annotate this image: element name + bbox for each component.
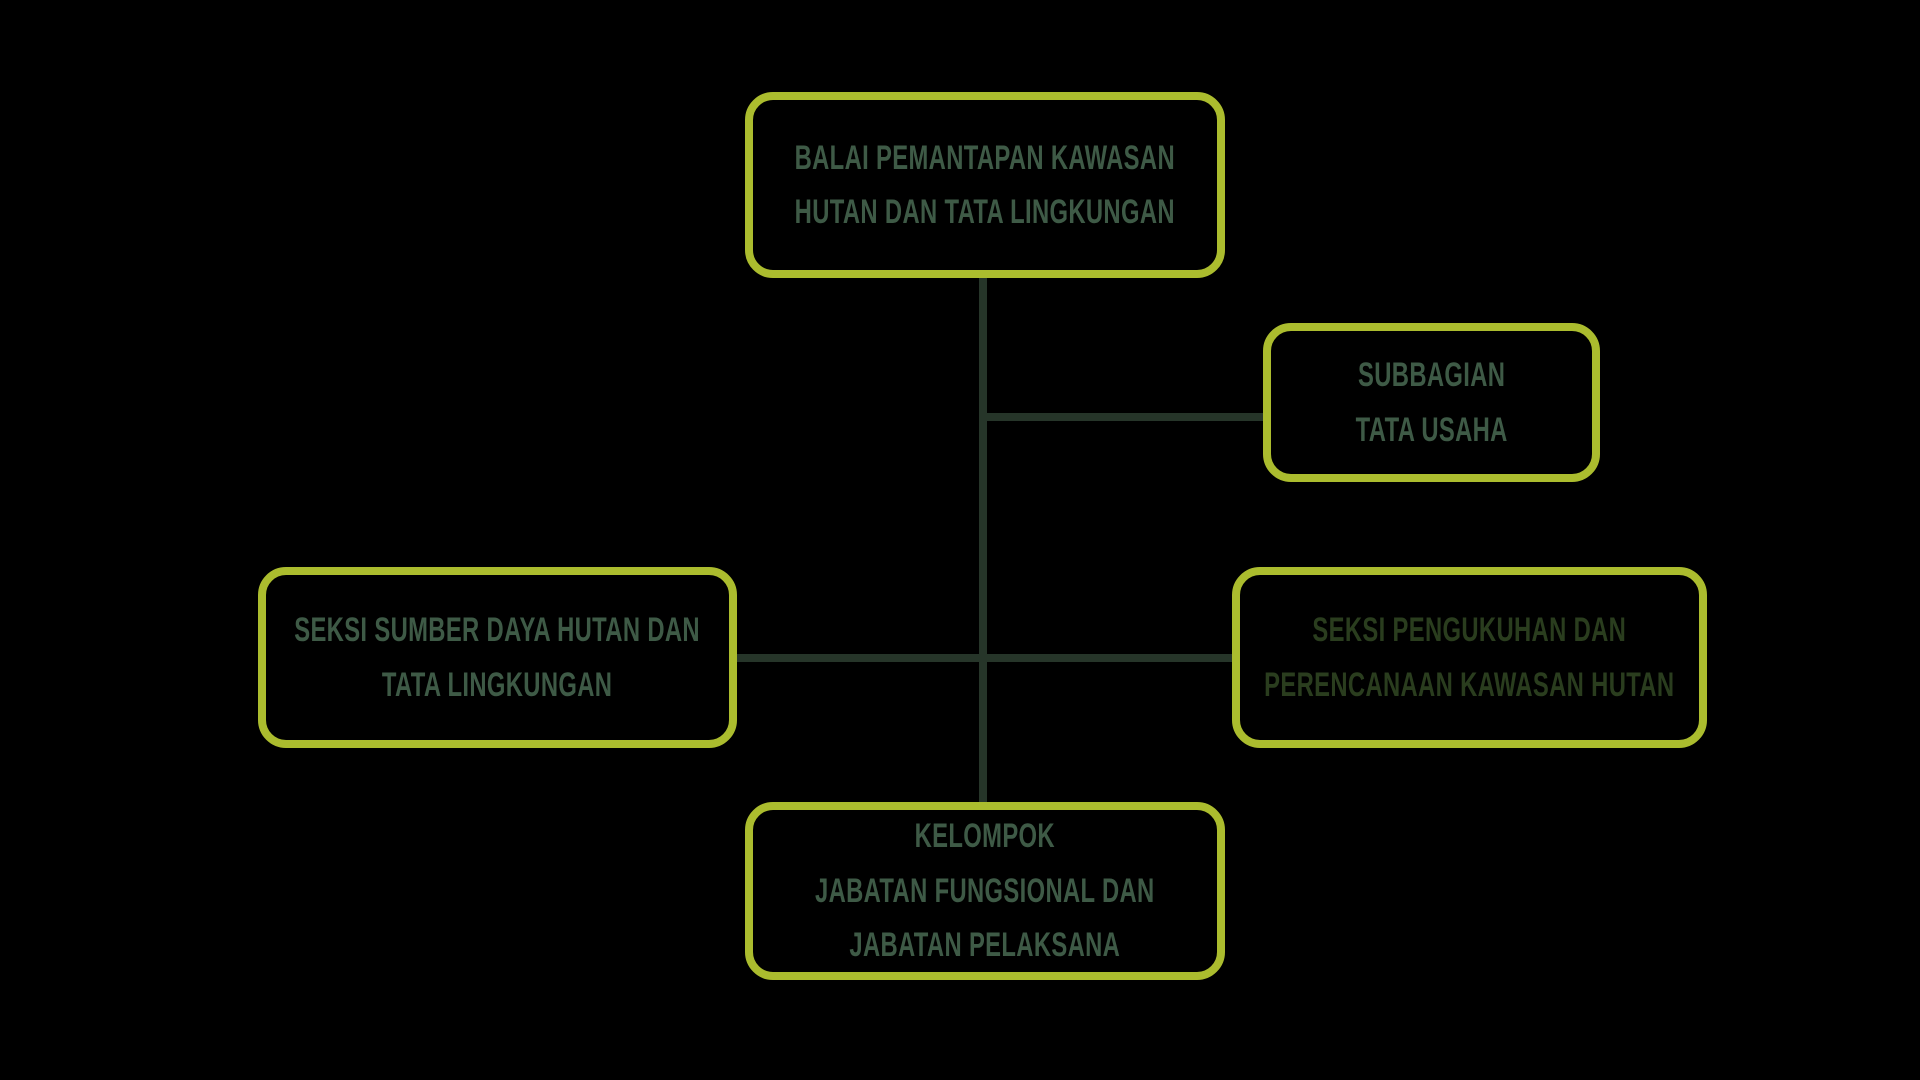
org-box-seksi-pengukuhan: SEKSI PENGUKUHAN DAN PERENCANAAN KAWASAN…	[1232, 567, 1707, 748]
org-box-label: KELOMPOK JABATAN FUNGSIONAL DAN JABATAN …	[758, 809, 1213, 972]
org-box-label: BALAI PEMANTAPAN KAWASAN HUTAN DAN TATA …	[758, 131, 1213, 240]
org-box-label-line: SEKSI PENGUKUHAN DAN	[1312, 611, 1627, 650]
org-box-seksi-sumber-daya: SEKSI SUMBER DAYA HUTAN DAN TATA LINGKUN…	[258, 567, 737, 748]
org-box-balai-pemantapan: BALAI PEMANTAPAN KAWASAN HUTAN DAN TATA …	[745, 92, 1225, 278]
org-box-label-line: SUBBAGIAN	[1357, 356, 1506, 395]
connector-branch-subbagian	[983, 413, 1269, 421]
org-box-label-line: JABATAN PELAKSANA	[849, 926, 1121, 965]
org-box-label: SEKSI PENGUKUHAN DAN PERENCANAAN KAWASAN…	[1245, 603, 1695, 712]
connector-branch-seksi	[737, 654, 1235, 662]
org-box-kelompok-jabatan: KELOMPOK JABATAN FUNGSIONAL DAN JABATAN …	[745, 802, 1225, 980]
org-box-label-line: JABATAN FUNGSIONAL DAN	[815, 871, 1155, 910]
org-box-subbagian-tata-usaha: SUBBAGIAN TATA USAHA	[1263, 323, 1600, 482]
org-box-label-line: KELOMPOK	[914, 817, 1056, 856]
org-box-label-line: PERENCANAAN KAWASAN HUTAN	[1264, 665, 1675, 704]
org-box-label-line: TATA USAHA	[1355, 410, 1508, 449]
org-box-label: SUBBAGIAN TATA USAHA	[1274, 348, 1589, 457]
connector-vertical-trunk	[979, 272, 987, 808]
org-box-label-line: TATA LINGKUNGAN	[382, 665, 613, 704]
org-box-label-line: BALAI PEMANTAPAN KAWASAN	[794, 138, 1176, 177]
org-box-label: SEKSI SUMBER DAYA HUTAN DAN TATA LINGKUN…	[271, 603, 725, 712]
org-box-label-line: SEKSI SUMBER DAYA HUTAN DAN	[294, 611, 701, 650]
org-box-label-line: HUTAN DAN TATA LINGKUNGAN	[794, 193, 1176, 231]
